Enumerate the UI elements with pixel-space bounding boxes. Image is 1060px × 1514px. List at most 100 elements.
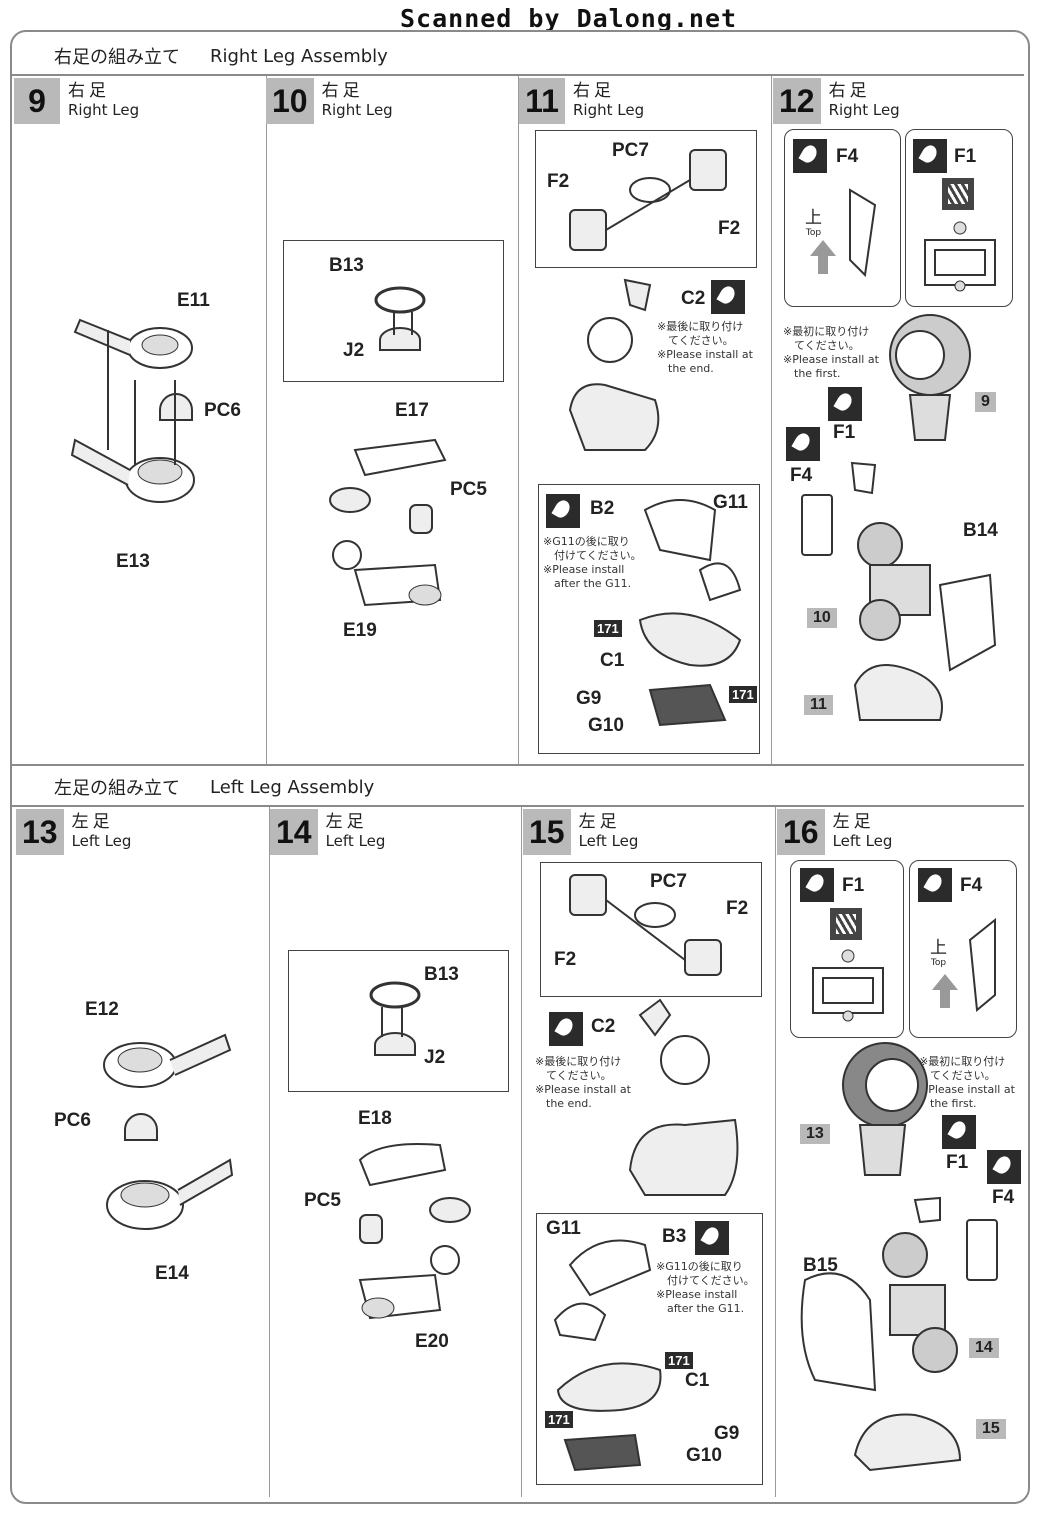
note-jp: ※最初に取り付け てください。 bbox=[919, 1055, 1006, 1082]
instruction-sheet bbox=[10, 30, 1030, 1504]
part-diagram bbox=[638, 499, 742, 727]
part-diagram bbox=[369, 981, 421, 1056]
part-label: C2 bbox=[681, 288, 706, 309]
part-label: G11 bbox=[546, 1218, 581, 1239]
step-label-jp: 左足 bbox=[578, 812, 621, 832]
column-divider bbox=[521, 807, 522, 1497]
part-diagram bbox=[849, 188, 877, 278]
step-ref-tag: 11 bbox=[804, 695, 833, 715]
step-label-jp: 右足 bbox=[68, 81, 110, 101]
step-number: 12 bbox=[773, 78, 821, 124]
part-label: E11 bbox=[177, 290, 210, 311]
part-label: F4 bbox=[790, 465, 813, 486]
step-number: 15 bbox=[523, 809, 571, 855]
step-number: 16 bbox=[777, 809, 825, 855]
step-label-jp: 左足 bbox=[71, 812, 114, 832]
part-diagram bbox=[628, 998, 739, 1196]
part-diagram bbox=[801, 461, 997, 721]
note-jp: ※G11の後に取り 付けてください。 bbox=[656, 1260, 755, 1287]
step-ref-tag: 15 bbox=[976, 1419, 1006, 1439]
part-label: C1 bbox=[600, 650, 625, 671]
step-ref-badge: 171 bbox=[594, 620, 622, 637]
part-diagram bbox=[800, 1196, 998, 1472]
part-diagram bbox=[329, 438, 447, 607]
part-label: F1 bbox=[954, 146, 977, 167]
part-diagram bbox=[569, 149, 727, 251]
step-ref-tag: 9 bbox=[975, 392, 996, 412]
part-diagram bbox=[812, 949, 884, 1022]
note-jp: ※G11の後に取り 付けてください。 bbox=[543, 535, 642, 562]
note-en: ※Please install after the G11. bbox=[656, 1288, 745, 1315]
part-diagram bbox=[358, 1143, 471, 1320]
part-label: J2 bbox=[343, 340, 365, 361]
file-icon bbox=[786, 427, 820, 461]
part-diagram bbox=[569, 874, 722, 976]
part-diagram bbox=[968, 917, 996, 1012]
part-label: E13 bbox=[116, 551, 150, 572]
part-label: PC6 bbox=[204, 400, 241, 421]
note-jp: ※最初に取り付け てください。 bbox=[783, 325, 870, 352]
part-label: E12 bbox=[85, 999, 119, 1020]
watermark: Scanned by Dalong.net bbox=[400, 4, 738, 33]
part-label: B15 bbox=[803, 1255, 838, 1276]
step-label-jp: 左足 bbox=[832, 812, 875, 832]
part-label: PC5 bbox=[450, 479, 487, 500]
column-divider bbox=[771, 76, 772, 764]
section-title-en: Right Leg Assembly bbox=[210, 45, 388, 67]
step-label-jp: 右足 bbox=[828, 81, 871, 101]
section-title-jp: 右足の組み立て bbox=[54, 47, 180, 68]
divider bbox=[12, 74, 1024, 76]
part-label: F1 bbox=[946, 1152, 969, 1173]
part-label: G9 bbox=[576, 688, 602, 709]
section-title-right: 右足の組み立て Right Leg Assembly bbox=[12, 36, 1024, 76]
file-icon bbox=[942, 1115, 976, 1149]
step-ref-tag: 13 bbox=[800, 1124, 830, 1144]
part-label: F2 bbox=[726, 898, 749, 919]
top-en: Top bbox=[805, 228, 822, 238]
part-label: F1 bbox=[833, 422, 856, 443]
note-jp: ※最後に取り付け てください。 bbox=[657, 320, 744, 347]
note-after-g11: ※G11の後に取り 付けてください。※Please install after … bbox=[543, 535, 642, 591]
file-icon bbox=[793, 139, 827, 173]
step-ref-tag: 14 bbox=[969, 1338, 999, 1358]
note-after-g11: ※G11の後に取り 付けてください。※Please install after … bbox=[656, 1260, 755, 1316]
part-label: E17 bbox=[395, 400, 429, 421]
detail-box bbox=[288, 950, 509, 1092]
part-label: F4 bbox=[960, 875, 983, 896]
nipper-icon bbox=[942, 178, 974, 210]
step-label-en: Left Leg bbox=[71, 832, 132, 850]
part-label: PC6 bbox=[54, 1110, 91, 1131]
top-jp: 上 bbox=[930, 938, 947, 958]
part-label: E14 bbox=[155, 1263, 189, 1284]
step-label-jp: 右足 bbox=[573, 81, 615, 101]
section-title-jp: 左足の組み立て bbox=[54, 778, 180, 799]
step-label-en: Right Leg bbox=[68, 101, 140, 119]
step-number: 10 bbox=[266, 78, 314, 124]
file-icon bbox=[987, 1150, 1021, 1184]
divider bbox=[12, 805, 1024, 807]
file-icon bbox=[711, 280, 745, 314]
part-label: G9 bbox=[714, 1423, 740, 1444]
part-label: B3 bbox=[662, 1226, 687, 1247]
part-label: B13 bbox=[424, 964, 459, 985]
step-label-en: Left Leg bbox=[578, 832, 639, 850]
part-diagram bbox=[374, 286, 426, 351]
step-ref-badge: 171 bbox=[729, 686, 757, 703]
part-label: PC7 bbox=[612, 140, 649, 161]
part-diagram bbox=[924, 221, 996, 292]
column-divider bbox=[518, 76, 519, 764]
note-jp: ※最後に取り付け てください。 bbox=[535, 1055, 622, 1082]
part-label: B2 bbox=[590, 498, 615, 519]
part-label: PC5 bbox=[304, 1190, 341, 1211]
part-label: F1 bbox=[842, 875, 865, 896]
part-diagram bbox=[553, 1239, 662, 1472]
part-label: C1 bbox=[685, 1370, 710, 1391]
part-diagram bbox=[842, 1042, 928, 1176]
top-en: Top bbox=[930, 958, 947, 968]
step-label-en: Right Leg bbox=[321, 101, 393, 119]
part-label: G10 bbox=[686, 1445, 722, 1466]
file-icon bbox=[918, 868, 952, 902]
part-label: F2 bbox=[547, 171, 570, 192]
nipper-icon bbox=[830, 908, 862, 940]
step-label-en: Right Leg bbox=[828, 101, 900, 119]
